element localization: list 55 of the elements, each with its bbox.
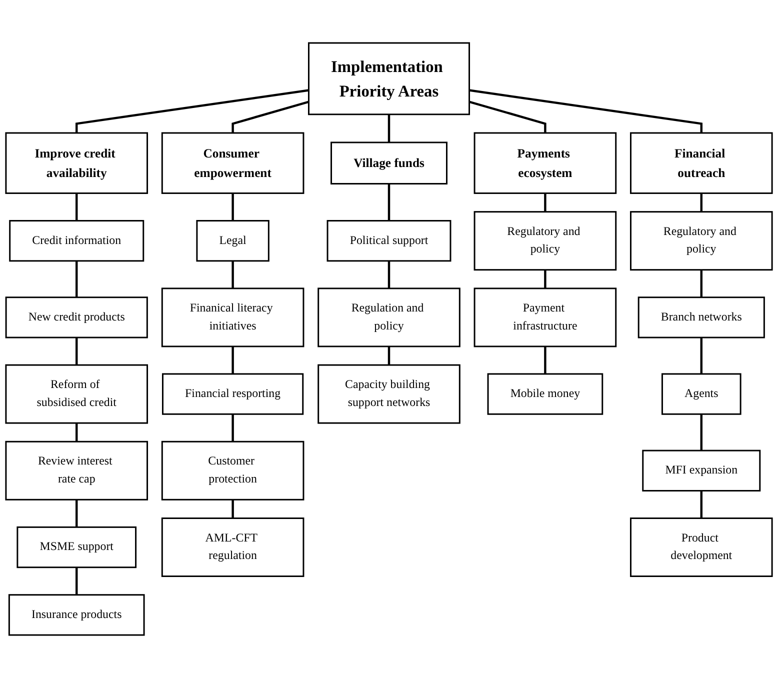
node-box: Regulation and policy	[318, 288, 460, 348]
node-box: Agents	[661, 373, 742, 415]
node-box: Consumer empowerment	[161, 132, 304, 194]
connector	[388, 114, 390, 142]
connector	[232, 414, 234, 442]
connector	[76, 89, 309, 133]
connector	[232, 100, 310, 133]
connector	[700, 193, 702, 212]
node-box: Finanical literacy initiatives	[161, 288, 304, 348]
connector	[700, 414, 702, 451]
connector	[544, 270, 546, 288]
node-box: Financial resporting	[162, 373, 304, 415]
connector	[544, 193, 546, 212]
node-box: Improve credit availability	[5, 132, 148, 194]
node-box: Legal	[196, 220, 270, 262]
connector	[76, 567, 78, 595]
connector	[544, 346, 546, 374]
connector	[388, 346, 390, 366]
node-box: Credit information	[9, 220, 144, 262]
node-box: Financial outreach	[630, 132, 773, 194]
connector	[468, 100, 546, 133]
node-box: MSME support	[16, 526, 137, 568]
node-box: Capacity building support networks	[318, 364, 460, 424]
connector	[232, 500, 234, 518]
connector	[388, 260, 390, 288]
node-box: Insurance products	[8, 594, 145, 636]
node-box: New credit products	[5, 296, 148, 338]
node-box: Regulatory and policy	[474, 211, 617, 271]
node-box: Political support	[326, 220, 452, 262]
connector	[232, 346, 234, 374]
node-box: Implementation Priority Areas	[308, 42, 470, 116]
node-box: Product development	[630, 518, 773, 578]
connector	[76, 260, 78, 298]
node-box: Review interest rate cap	[5, 440, 148, 500]
connector	[76, 193, 78, 221]
connector	[469, 89, 702, 133]
connector	[76, 500, 78, 528]
node-box: Reform of subsidised credit	[5, 364, 148, 424]
node-box: Branch networks	[638, 296, 765, 338]
node-box: AML-CFT regulation	[161, 518, 304, 578]
connector	[388, 184, 390, 221]
node-box: Payment infrastructure	[474, 288, 617, 348]
node-box: Customer protection	[161, 440, 304, 500]
connector	[700, 270, 702, 298]
connector	[700, 490, 702, 518]
connector	[76, 423, 78, 442]
node-box: Regulatory and policy	[630, 211, 773, 271]
node-box: Mobile money	[487, 373, 604, 415]
node-box: Payments ecosystem	[474, 132, 617, 194]
connector	[76, 338, 78, 366]
node-box: Village funds	[330, 142, 448, 184]
connector	[232, 260, 234, 288]
node-box: MFI expansion	[642, 450, 761, 492]
connector	[232, 193, 234, 221]
connector	[700, 338, 702, 374]
